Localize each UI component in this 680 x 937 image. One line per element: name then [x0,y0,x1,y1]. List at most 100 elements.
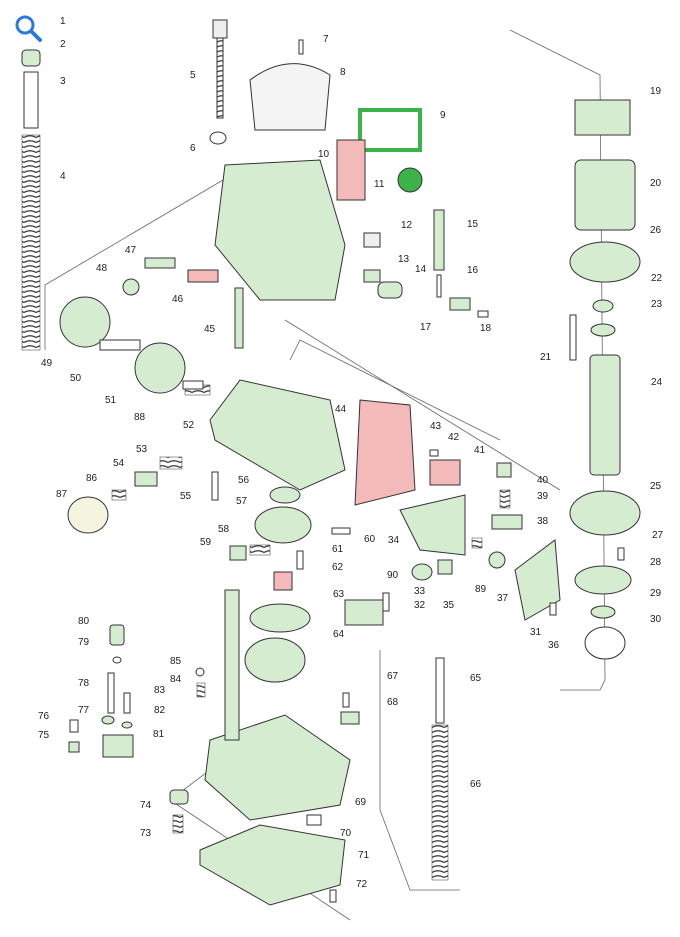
part-73-spring[interactable] [172,814,184,834]
part-25-fan[interactable] [569,490,641,536]
part-33-screw[interactable] [382,592,390,612]
part-11-insulation-sheet[interactable] [336,139,366,201]
part-85-ball[interactable] [195,667,205,677]
part-31-cover[interactable] [514,539,561,621]
part-49-handle-cap[interactable] [59,296,111,348]
part-55-screw[interactable] [211,471,219,501]
part-80-knob[interactable] [109,624,125,646]
part-50-shaft[interactable] [99,339,141,351]
part-48-knob[interactable] [122,278,140,296]
part-29-washer[interactable] [590,605,616,619]
part-4-spring[interactable] [21,134,41,351]
zoom-button[interactable] [8,8,48,48]
part-36-screw[interactable] [549,602,557,616]
part-24-armature[interactable] [589,354,621,476]
part-19-brush-holder[interactable] [574,99,631,136]
part-90-collar[interactable] [411,563,433,581]
part-82-washer[interactable] [121,721,133,729]
part-32-bracket[interactable] [344,599,384,626]
part-34-end-plate[interactable] [399,494,466,556]
part-2-nut[interactable] [21,49,41,67]
part-69-base[interactable] [204,714,351,821]
part-61-screw[interactable] [296,550,304,570]
part-38-lever[interactable] [491,514,523,530]
part-53-spring[interactable] [159,456,183,470]
part-14-brush[interactable] [377,281,403,299]
part-label-5: 5 [190,70,196,81]
part-label-2: 2 [60,39,66,50]
part-17-clamp[interactable] [449,297,471,311]
part-44-gear-housing[interactable] [209,379,346,491]
part-label-41: 41 [474,445,486,456]
part-label-70: 70 [340,828,352,839]
part-66-spring[interactable] [431,724,449,881]
part-62-nut[interactable] [273,571,293,591]
part-86-spring[interactable] [111,489,127,501]
part-7-screw[interactable] [298,39,304,55]
part-56-ring[interactable] [269,486,301,504]
part-label-87: 87 [56,489,68,500]
part-8-cover[interactable] [249,63,331,131]
part-35-block[interactable] [437,559,453,575]
part-65-rod[interactable] [435,657,445,724]
part-label-40: 40 [537,475,549,486]
part-16-pin[interactable] [436,274,442,298]
part-84-spring[interactable] [196,682,206,698]
part-12-brush-holder[interactable] [363,232,381,248]
part-70-clip[interactable] [306,814,322,826]
part-83-screw[interactable] [123,692,131,714]
part-42-screw[interactable] [429,449,439,457]
part-79-ring[interactable] [112,656,122,664]
part-40-screw[interactable] [496,462,512,478]
part-87-knob[interactable] [67,496,109,534]
part-67-screw[interactable] [342,692,350,708]
part-57-plate[interactable] [254,506,312,544]
part-46-label[interactable] [187,269,219,283]
part-39-spring[interactable] [499,489,511,509]
part-81-block[interactable] [102,734,134,758]
part-37-knob[interactable] [488,551,506,569]
part-75-nut[interactable] [68,741,80,753]
part-label-67: 67 [387,671,399,682]
part-41-label[interactable] [429,459,461,486]
part-23-bearing[interactable] [590,323,616,337]
part-74-knob[interactable] [169,789,189,805]
part-3-rod[interactable] [23,71,39,129]
part-58-spring[interactable] [249,544,271,556]
part-64-sleeve[interactable] [244,637,306,683]
part-18-screw[interactable] [477,310,489,318]
part-30-bearing[interactable] [584,626,626,660]
part-68-clamp[interactable] [340,711,360,725]
part-72-screw[interactable] [329,889,337,903]
part-10-motor-housing[interactable] [214,159,346,301]
part-43-cover[interactable] [354,399,416,506]
part-54-sleeve[interactable] [134,471,158,487]
part-22-washer[interactable] [592,299,614,313]
part-9-switch-assembly[interactable] [358,108,423,193]
part-28-plate[interactable] [574,565,632,595]
part-77-washer[interactable] [101,715,115,725]
part-label-15: 15 [467,219,479,230]
part-label-19: 19 [650,86,662,97]
part-47-spring[interactable] [144,257,176,269]
part-88-spring[interactable] [182,380,204,390]
part-78-bolt[interactable] [107,672,115,714]
part-45-strip[interactable] [234,287,244,349]
part-27-screw[interactable] [617,547,625,561]
part-15-handle-post[interactable] [433,209,445,271]
part-26-fan-guide[interactable] [569,241,641,283]
part-6-collar[interactable] [209,131,227,145]
part-51-handle[interactable] [134,342,186,394]
part-13-terminal[interactable] [363,269,381,283]
part-59-lever[interactable] [229,545,247,561]
part-21-bolt[interactable] [569,314,577,361]
part-label-88: 88 [134,412,146,423]
part-89-spring[interactable] [471,537,483,549]
part-5-screw[interactable] [212,19,228,119]
part-label-63: 63 [333,589,345,600]
part-60-pin[interactable] [331,527,351,535]
part-76-screw[interactable] [69,719,79,733]
part-63-ring[interactable] [249,603,311,633]
part-20-stator[interactable] [574,159,636,231]
part-71-sub-base[interactable] [199,824,346,906]
